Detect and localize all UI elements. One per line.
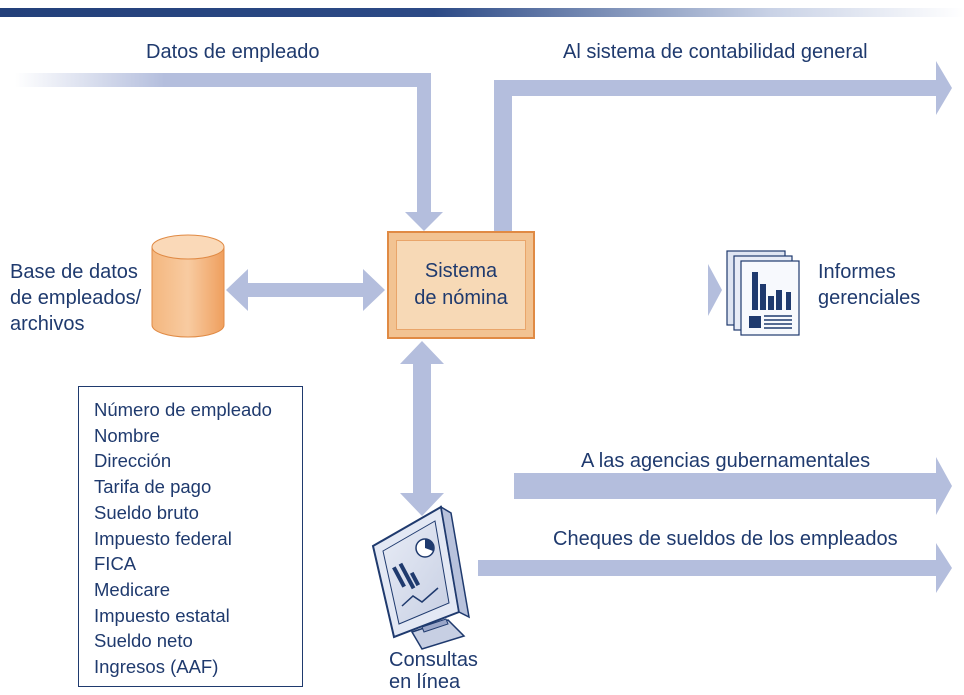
general-ledger-label: Al sistema de contabilidad general [563, 41, 868, 63]
online-queries-label-line1: Consultas [389, 649, 478, 671]
employee-checks-label: Cheques de sueldos de los empleados [553, 528, 898, 550]
database-exchange-arrow [226, 269, 385, 311]
government-agencies-flow-arrow [514, 339, 952, 515]
header-gradient-bar [0, 8, 964, 17]
record-field: Sueldo neto [94, 630, 193, 652]
record-field: Dirección [94, 450, 172, 472]
reports-label-line1: Informes [818, 261, 896, 283]
record-field: Medicare [94, 578, 171, 600]
payroll-system-label-line2: de nómina [414, 287, 508, 309]
reports-label-line2: gerenciales [818, 287, 921, 309]
online-queries-label-line2: en línea [389, 671, 461, 693]
record-field: Impuesto estatal [94, 604, 230, 626]
monitor-icon [371, 505, 470, 650]
payroll-system-box: Sistema de nómina [387, 231, 535, 339]
payroll-system-label-line1: Sistema [424, 260, 498, 282]
record-field: Tarifa de pago [94, 476, 212, 498]
government-agencies-label: A las agencias gubernamentales [581, 450, 871, 472]
record-field: Ingresos (AAF) [94, 656, 219, 678]
employee-data-label: Datos de empleado [146, 41, 320, 63]
record-field: Número de empleado [94, 399, 272, 420]
employee-data-flow-arrow [15, 73, 443, 231]
database-cylinder-icon [151, 234, 225, 338]
employee-record-fields-box: Número de empleado Nombre Dirección Tari… [78, 386, 303, 687]
online-queries-exchange-arrow [400, 341, 444, 516]
reports-flow-arrow [708, 264, 722, 316]
record-field: Sueldo bruto [94, 501, 199, 523]
management-reports-icon [726, 250, 800, 336]
record-field: Nombre [94, 424, 160, 446]
database-label-line1: Base de datos [10, 261, 138, 283]
database-label-line2: de empleados/ [10, 287, 142, 309]
record-field: FICA [94, 553, 137, 575]
general-ledger-flow-arrow [494, 61, 952, 231]
employee-checks-flow-arrow [478, 339, 952, 593]
record-field: Impuesto federal [94, 527, 232, 549]
database-label-line3: archivos [10, 313, 85, 335]
